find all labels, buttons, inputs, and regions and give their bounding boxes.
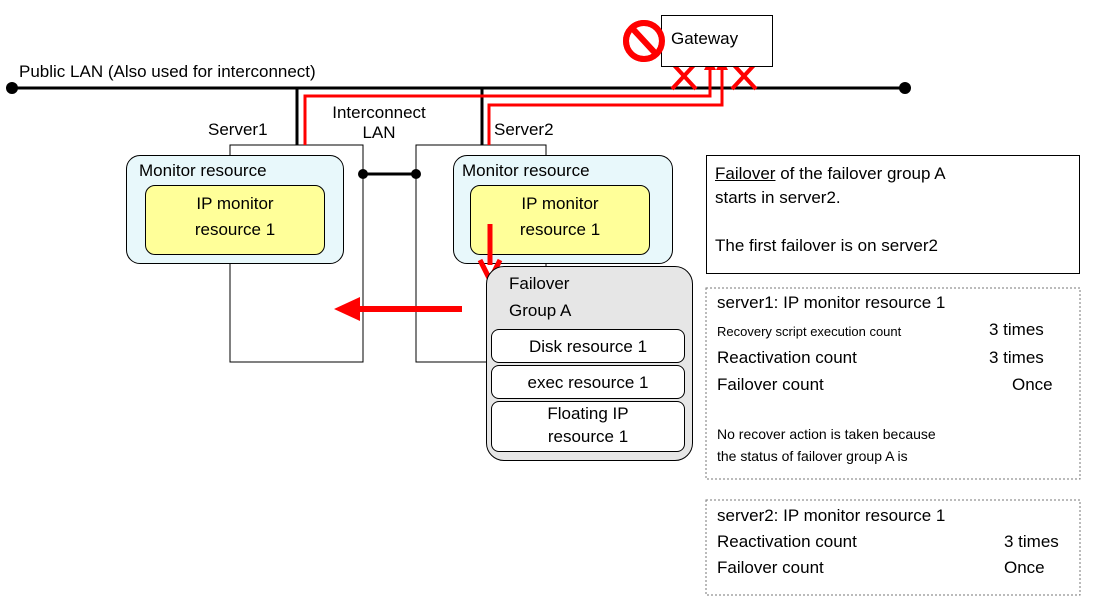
- server1-ip-monitor-line1: IP monitor: [196, 194, 274, 213]
- failover-note-line2: starts in server2.: [715, 188, 841, 207]
- failure-x-right: [730, 61, 758, 91]
- failover-note-line1-rest: of the failover group A: [775, 164, 946, 183]
- server1-ip-monitor[interactable]: IP monitor resource 1: [145, 185, 325, 255]
- server1-status-panel: server1: IP monitor resource 1 Recovery …: [707, 289, 1079, 478]
- interconnect-label-line2: LAN: [362, 123, 396, 142]
- server1-ip-monitor-line2: resource 1: [194, 220, 276, 239]
- public-lan-label: Public LAN (Also used for interconnect): [19, 62, 316, 81]
- server2-row-reactivation-label: Reactivation count: [717, 532, 857, 551]
- exec-resource-label: exec resource 1: [527, 373, 649, 392]
- prohibited-icon-overlay: [623, 20, 665, 62]
- server2-panel-title: server2: IP monitor resource 1: [717, 506, 946, 525]
- gateway-label: Gateway: [671, 29, 739, 48]
- gateway-box: Gateway: [661, 15, 773, 67]
- server1-row-recovery-value: 3 times: [989, 320, 1044, 339]
- floating-ip-resource[interactable]: Floating IP resource 1: [491, 401, 685, 452]
- server2-monitor-title: Monitor resource: [462, 161, 590, 180]
- server1-note-line2: the status of failover group A is: [717, 448, 908, 464]
- path-server1-gateway: [303, 66, 712, 145]
- server1-panel-title: server1: IP monitor resource 1: [717, 293, 946, 312]
- failover-note-failover-word: Failover: [715, 164, 776, 183]
- floating-ip-resource-line1: Floating IP: [547, 404, 629, 423]
- failover-note: Failover of the failover group A starts …: [706, 155, 1080, 274]
- interconnect-label-line1: Interconnect: [332, 103, 426, 122]
- server2-status-panel: server2: IP monitor resource 1 Reactivat…: [707, 501, 1079, 594]
- path-server2-gateway: [487, 66, 724, 145]
- server1-row-recovery-label: Recovery script execution count: [717, 324, 902, 339]
- failover-note-line3: The first failover is on server2: [715, 236, 938, 255]
- server2-ip-monitor-line1: IP monitor: [521, 194, 599, 213]
- server2-row-failover-label: Failover count: [717, 558, 824, 577]
- exec-resource[interactable]: exec resource 1: [491, 365, 685, 399]
- failover-group-title-line2: Group A: [509, 301, 572, 320]
- server2-label: Server2: [494, 120, 554, 139]
- failure-x-left: [670, 61, 698, 91]
- server1-monitor-resource: Monitor resource IP monitor resource 1: [126, 155, 344, 264]
- server2-ip-monitor[interactable]: IP monitor resource 1: [470, 185, 650, 255]
- failover-group-a: Failover Group A Disk resource 1 exec re…: [486, 266, 693, 461]
- floating-ip-resource-line2: resource 1: [547, 427, 629, 446]
- disk-resource[interactable]: Disk resource 1: [491, 329, 685, 363]
- server2-row-reactivation-value: 3 times: [1004, 532, 1059, 551]
- server1-label: Server1: [208, 120, 268, 139]
- server2-row-failover-value: Once: [1004, 558, 1045, 577]
- server2-ip-monitor-line2: resource 1: [519, 220, 601, 239]
- disk-resource-label: Disk resource 1: [528, 337, 648, 356]
- server1-row-failover-value: Once: [1012, 375, 1053, 394]
- server1-row-reactivation-label: Reactivation count: [717, 348, 857, 367]
- server1-row-failover-label: Failover count: [717, 375, 824, 394]
- server1-note-line1: No recover action is taken because: [717, 426, 936, 442]
- failover-group-title-line1: Failover: [509, 274, 570, 293]
- arrow-left-head: [334, 297, 360, 321]
- failover-note-line1: Failover of the failover group A: [715, 165, 946, 182]
- server1-monitor-title: Monitor resource: [139, 161, 267, 180]
- public-lan-left-node: [6, 82, 18, 94]
- interconnect-label: Interconnect LAN: [323, 104, 435, 141]
- public-lan-right-node: [899, 82, 911, 94]
- server1-row-reactivation-value: 3 times: [989, 348, 1044, 367]
